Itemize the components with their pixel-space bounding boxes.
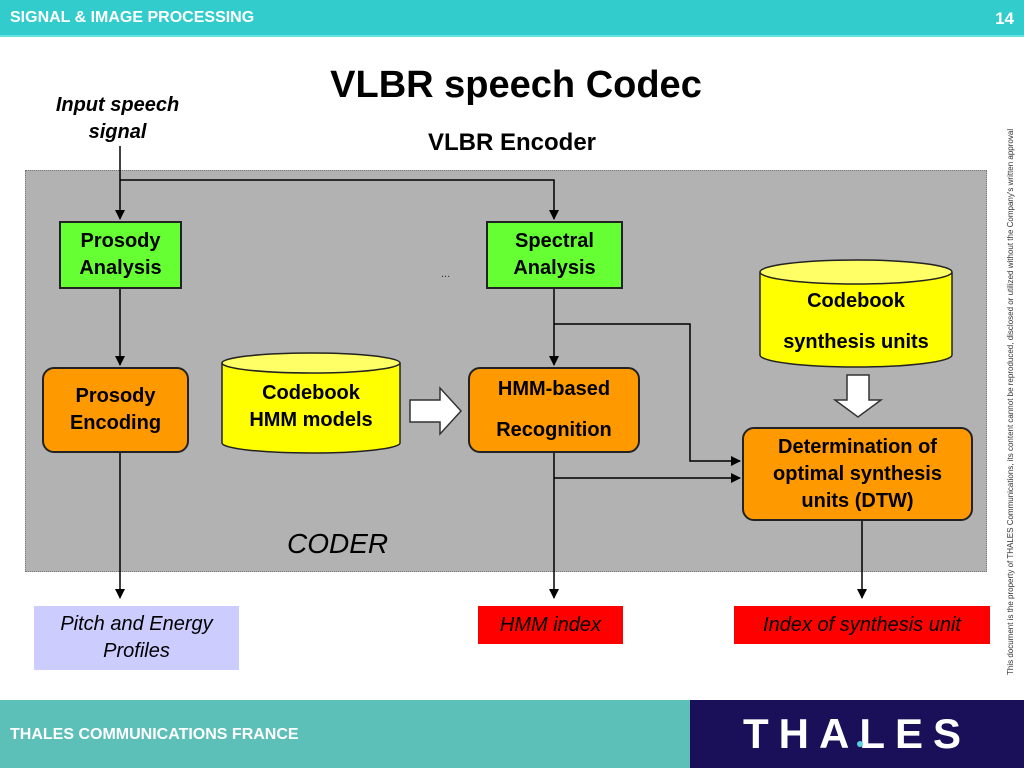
arrow-input-to-spectral (120, 179, 559, 220)
codebook-hmm-line2: HMM models (249, 409, 373, 431)
hmm-recognition-line2: Recognition (496, 419, 612, 441)
input-speech-label: Input speech signal (55, 94, 180, 143)
arrow-spectral-to-dtw (554, 323, 741, 466)
confidentiality-note: This document is the property of THALES … (1006, 128, 1015, 675)
slide-subtitle: VLBR Encoder (427, 129, 597, 156)
logo-text: THALES (743, 710, 971, 757)
codebook-synthesis-line1: Codebook (807, 290, 905, 312)
thales-logo-icon: THALES (743, 710, 971, 757)
dtw-box: Determination of optimal synthesis units… (742, 427, 973, 521)
codebook-synthesis-label: Codebook synthesis units (760, 288, 952, 356)
ellipsis-text: ... (441, 268, 451, 280)
section-title: SIGNAL & IMAGE PROCESSING (10, 9, 255, 26)
hmm-recognition-line1: HMM-based (497, 378, 611, 400)
codebook-synthesis-line2: synthesis units (783, 331, 929, 353)
synthesis-index-output: Index of synthesis unit (734, 606, 990, 644)
block-arrow-down-icon (832, 374, 884, 418)
codebook-hmm-label: Codebook HMM models (222, 380, 400, 434)
thales-logo: THALES (690, 700, 1024, 768)
codebook-synthesis-cylinder (759, 259, 953, 368)
company-name: THALES COMMUNICATIONS FRANCE (10, 726, 299, 743)
prosody-analysis-box: Prosody Analysis (59, 221, 182, 289)
block-arrow-right-icon (409, 386, 463, 436)
hmm-recognition-box: HMM-based Recognition (468, 367, 640, 453)
spectral-analysis-box: Spectral Analysis (486, 221, 623, 289)
hmm-index-output: HMM index (478, 606, 623, 644)
codebook-hmm-line1: Codebook (262, 382, 360, 404)
slide-title: VLBR speech Codec (330, 64, 702, 106)
pitch-energy-output: Pitch and Energy Profiles (34, 606, 239, 670)
coder-label: CODER (287, 528, 389, 559)
header-bar: SIGNAL & IMAGE PROCESSING 14 (0, 0, 1024, 35)
codebook-hmm-cylinder (221, 352, 401, 454)
footer-bar: THALES COMMUNICATIONS FRANCE (0, 700, 690, 768)
page-number: 14 (995, 9, 1014, 28)
prosody-encoding-box: Prosody Encoding (42, 367, 189, 453)
header-divider (0, 35, 1024, 37)
